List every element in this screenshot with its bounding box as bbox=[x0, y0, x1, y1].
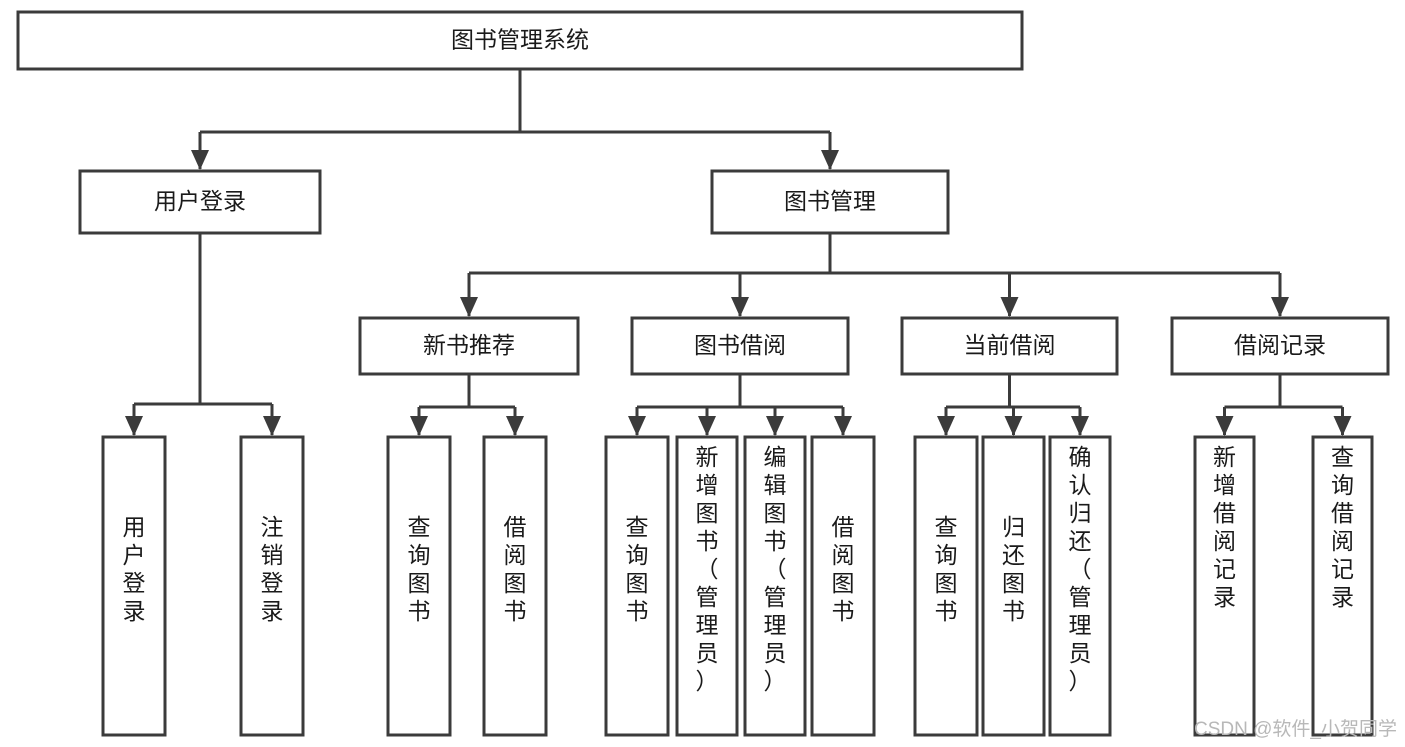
csdn-watermark: CSDN @软件_小贺同学 bbox=[1194, 719, 1397, 740]
node-leaf-confirm-return[interactable]: 确认归还（管理员） bbox=[1048, 435, 1112, 737]
node-book-manage[interactable]: 图书管理 bbox=[710, 169, 950, 235]
arrow-head-icon bbox=[1004, 416, 1023, 436]
node-label-leaf-query-book-2: 查询图书 bbox=[626, 514, 649, 624]
arrow-head-icon bbox=[1271, 297, 1289, 317]
node-label-leaf-confirm-return: 确认归还（管理员） bbox=[1069, 444, 1092, 694]
node-box-leaf-return-book bbox=[981, 435, 1046, 737]
node-label-book-manage: 图书管理 bbox=[784, 188, 876, 214]
arrow-head-icon bbox=[1071, 416, 1089, 436]
node-box-leaf-user-login bbox=[101, 435, 167, 737]
node-label-leaf-edit-book: 编辑图书（管理员） bbox=[764, 444, 787, 694]
arrow-head-icon bbox=[460, 297, 478, 317]
node-label-user-login: 用户登录 bbox=[154, 188, 246, 214]
arrow-head-icon bbox=[937, 416, 955, 436]
node-borrow-record[interactable]: 借阅记录 bbox=[1170, 316, 1390, 376]
node-box-leaf-add-record bbox=[1193, 435, 1256, 737]
node-label-current-borrow: 当前借阅 bbox=[964, 332, 1056, 358]
node-label-new-book-recommend: 新书推荐 bbox=[423, 332, 515, 358]
node-label-leaf-add-book: 新增图书（管理员） bbox=[696, 444, 719, 694]
node-box-leaf-borrow-book-2 bbox=[810, 435, 876, 737]
node-leaf-user-login[interactable]: 用户登录 bbox=[101, 435, 167, 737]
node-label-leaf-return-book: 归还图书 bbox=[1002, 514, 1025, 624]
arrow-head-icon bbox=[1000, 297, 1019, 317]
node-leaf-return-book[interactable]: 归还图书 bbox=[981, 435, 1046, 737]
node-label-leaf-borrow-book-2: 借阅图书 bbox=[832, 514, 855, 624]
node-box-leaf-query-book-2 bbox=[604, 435, 670, 737]
node-box-leaf-query-book-1 bbox=[386, 435, 452, 737]
node-box-root bbox=[16, 10, 1024, 71]
node-box-new-book-recommend bbox=[358, 316, 580, 376]
node-box-borrow-record bbox=[1170, 316, 1390, 376]
node-leaf-query-book-1[interactable]: 查询图书 bbox=[386, 435, 452, 737]
node-layer: 图书管理系统用户登录图书管理新书推荐图书借阅当前借阅借阅记录用户登录注销登录查询… bbox=[16, 10, 1390, 737]
node-leaf-add-book[interactable]: 新增图书（管理员） bbox=[675, 435, 739, 737]
arrow-head-icon bbox=[1215, 416, 1234, 436]
node-label-leaf-user-login: 用户登录 bbox=[123, 514, 146, 624]
node-new-book-recommend[interactable]: 新书推荐 bbox=[358, 316, 580, 376]
node-box-leaf-confirm-return bbox=[1048, 435, 1112, 737]
node-book-borrow[interactable]: 图书借阅 bbox=[630, 316, 850, 376]
node-label-leaf-query-book-3: 查询图书 bbox=[935, 514, 958, 624]
node-leaf-query-record[interactable]: 查询借阅记录 bbox=[1311, 435, 1374, 737]
node-user-login[interactable]: 用户登录 bbox=[78, 169, 322, 235]
node-box-leaf-add-book bbox=[675, 435, 739, 737]
arrow-head-icon bbox=[766, 416, 784, 436]
node-box-current-borrow bbox=[900, 316, 1119, 376]
arrow-head-icon bbox=[628, 416, 646, 436]
node-box-leaf-query-record bbox=[1311, 435, 1374, 737]
arrow-head-icon bbox=[731, 297, 749, 317]
node-leaf-edit-book[interactable]: 编辑图书（管理员） bbox=[743, 435, 807, 737]
node-label-leaf-query-record: 查询借阅记录 bbox=[1331, 444, 1354, 610]
node-leaf-query-book-2[interactable]: 查询图书 bbox=[604, 435, 670, 737]
arrow-head-icon bbox=[1333, 416, 1352, 436]
arrow-head-icon bbox=[263, 416, 281, 436]
node-label-leaf-user-logout: 注销登录 bbox=[261, 514, 284, 624]
node-label-book-borrow: 图书借阅 bbox=[694, 332, 786, 358]
node-box-leaf-query-book-3 bbox=[913, 435, 979, 737]
arrow-head-icon bbox=[125, 416, 143, 436]
arrow-head-icon bbox=[698, 416, 716, 436]
node-leaf-borrow-book-2[interactable]: 借阅图书 bbox=[810, 435, 876, 737]
node-box-book-manage bbox=[710, 169, 950, 235]
node-leaf-user-logout[interactable]: 注销登录 bbox=[239, 435, 305, 737]
node-current-borrow[interactable]: 当前借阅 bbox=[900, 316, 1119, 376]
arrow-head-icon bbox=[821, 150, 839, 170]
node-box-leaf-borrow-book-1 bbox=[482, 435, 548, 737]
node-leaf-add-record[interactable]: 新增借阅记录 bbox=[1193, 435, 1256, 737]
node-label-root: 图书管理系统 bbox=[451, 27, 589, 53]
node-box-leaf-edit-book bbox=[743, 435, 807, 737]
node-root[interactable]: 图书管理系统 bbox=[16, 10, 1024, 71]
node-box-user-login bbox=[78, 169, 322, 235]
node-leaf-borrow-book-1[interactable]: 借阅图书 bbox=[482, 435, 548, 737]
arrow-head-icon bbox=[834, 416, 852, 436]
node-label-borrow-record: 借阅记录 bbox=[1234, 332, 1326, 358]
connector-layer bbox=[125, 69, 1352, 436]
arrow-head-icon bbox=[506, 416, 524, 436]
node-label-leaf-query-book-1: 查询图书 bbox=[408, 514, 431, 624]
node-leaf-query-book-3[interactable]: 查询图书 bbox=[913, 435, 979, 737]
arrow-head-icon bbox=[191, 150, 209, 170]
node-label-leaf-add-record: 新增借阅记录 bbox=[1213, 444, 1236, 610]
arrow-head-icon bbox=[410, 416, 428, 436]
node-label-leaf-borrow-book-1: 借阅图书 bbox=[504, 514, 527, 624]
node-box-book-borrow bbox=[630, 316, 850, 376]
node-box-leaf-user-logout bbox=[239, 435, 305, 737]
